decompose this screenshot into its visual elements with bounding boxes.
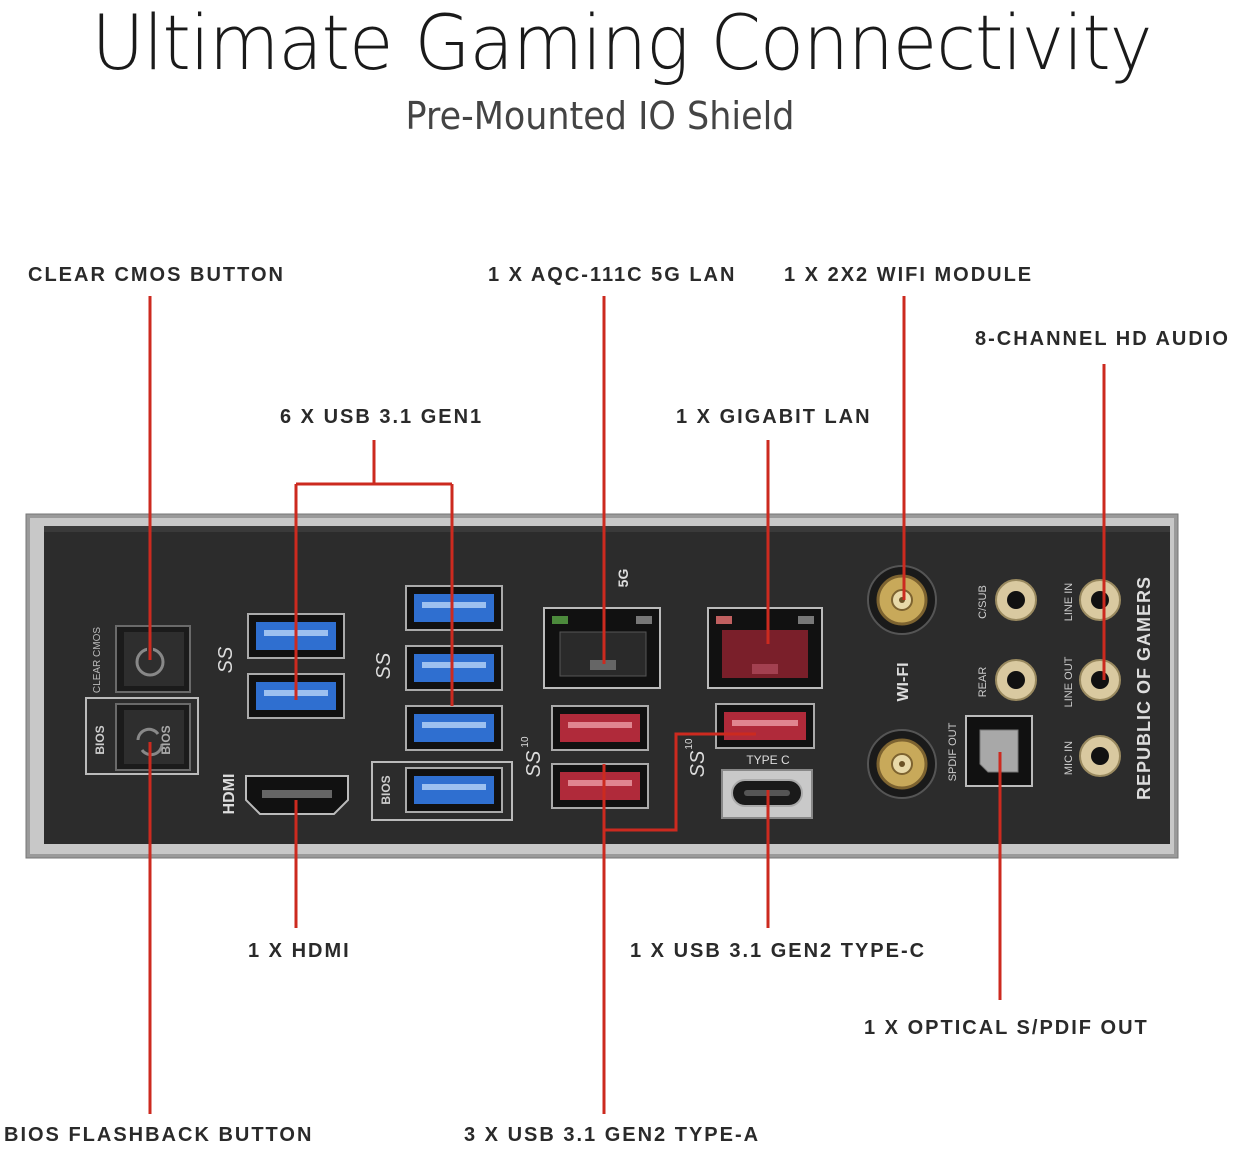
- wifi-antenna-connector[interactable]: [867, 729, 937, 799]
- audio-line-in-text: LINE IN: [1063, 583, 1075, 622]
- wifi-text: WI-FI: [895, 662, 912, 701]
- lan-5g-text: 5G: [615, 569, 631, 588]
- usb-gen1-port[interactable]: [405, 645, 503, 691]
- page-title: Ultimate Gaming Connectivity: [91, 0, 1153, 87]
- usb-10-mark: 10: [520, 736, 531, 748]
- hdmi-port[interactable]: [245, 775, 349, 815]
- label-optical-spdif: 1 X OPTICAL S/PDIF OUT: [864, 1017, 1149, 1039]
- label-hd-audio: 8-CHANNEL HD AUDIO: [975, 328, 1230, 350]
- label-wifi-module: 1 X 2X2 WIFI MODULE: [784, 264, 1034, 286]
- leader-line-usb-gen1: [294, 440, 454, 706]
- usb-10-mark: 10: [684, 738, 695, 750]
- usb-gen2-typea-port[interactable]: [551, 705, 649, 751]
- bios-flashback-button[interactable]: [85, 697, 199, 775]
- label-aqc-lan: 1 X AQC-111C 5G LAN: [488, 264, 737, 286]
- audio-mic-in-text: MIC IN: [1063, 741, 1075, 775]
- usb-gen2-typea-port[interactable]: [715, 703, 815, 749]
- usb-gen2-typea-port[interactable]: [551, 763, 649, 809]
- type-c-text: TYPE C: [746, 753, 790, 767]
- label-clear-cmos: CLEAR CMOS BUTTON: [28, 264, 285, 286]
- usb-gen1-port[interactable]: [405, 585, 503, 631]
- label-usb-gen2-typea: 3 X USB 3.1 GEN2 TYPE-A: [464, 1124, 761, 1146]
- label-hdmi: 1 X HDMI: [248, 940, 351, 962]
- wifi-antenna-connector[interactable]: [867, 565, 937, 635]
- clear-cmos-text: CLEAR CMOS: [92, 627, 103, 693]
- leader-line-usb-gen2-typea: [602, 732, 756, 1114]
- bios-button-text: BIOS: [93, 725, 107, 754]
- audio-jack-line-out[interactable]: [1079, 659, 1121, 701]
- gigabit-lan-port[interactable]: [707, 607, 823, 689]
- audio-line-out-text: LINE OUT: [1063, 656, 1075, 707]
- usb-gen1-bios-port[interactable]: [371, 761, 513, 821]
- usb-gen1-port[interactable]: [405, 705, 503, 751]
- hdmi-text: HDMI: [221, 774, 238, 815]
- audio-csub-text: C/SUB: [977, 585, 989, 619]
- usb-ss10-logo: SS: [523, 750, 545, 777]
- label-gigabit-lan: 1 X GIGABIT LAN: [676, 406, 872, 428]
- spdif-text: SPDIF OUT: [947, 722, 959, 781]
- label-bios-flashback: BIOS FLASHBACK BUTTON: [4, 1124, 314, 1146]
- leader-lines: [148, 296, 1106, 1114]
- rog-brand-text: REPUBLIC OF GAMERS: [1134, 576, 1154, 800]
- usb-ss-logo: SS: [373, 652, 395, 679]
- lan-5g-port[interactable]: [543, 607, 661, 689]
- optical-spdif-port[interactable]: [965, 715, 1033, 787]
- audio-jack-rear[interactable]: [995, 659, 1037, 701]
- audio-jack-line-in[interactable]: [1079, 579, 1121, 621]
- audio-jack-mic-in[interactable]: [1079, 735, 1121, 777]
- bios-button-cap-text: BIOS: [159, 725, 173, 754]
- usb-ss-logo: SS: [215, 646, 237, 673]
- audio-jack-csub[interactable]: [995, 579, 1037, 621]
- label-usb-typec: 1 X USB 3.1 GEN2 TYPE-C: [630, 940, 927, 962]
- usb-bios-text: BIOS: [379, 775, 393, 804]
- clear-cmos-button[interactable]: [115, 625, 191, 693]
- audio-rear-text: REAR: [977, 667, 989, 698]
- label-usb-gen1: 6 X USB 3.1 GEN1: [280, 406, 484, 428]
- page-subtitle: Pre-Mounted IO Shield: [405, 94, 795, 138]
- usb-ss10-logo: SS: [687, 750, 709, 777]
